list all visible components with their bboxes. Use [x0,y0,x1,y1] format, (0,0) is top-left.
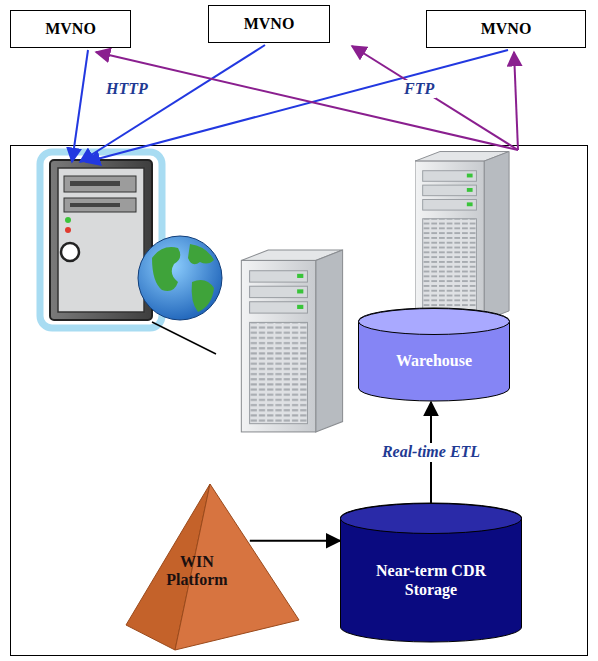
platform-pyramid: WIN Platform [125,483,300,651]
edge-label: Real-time ETL [380,443,482,461]
mvno-box: MVNO [10,10,131,48]
database-cylinder: Near-term CDR Storage [340,503,522,643]
cylinder-top [341,504,522,534]
cylinder-top [359,309,510,335]
cylinder-body [359,308,510,401]
box-label: MVNO [481,20,532,38]
box-label: MVNO [244,15,295,33]
link-line [152,322,216,354]
text-area: Near-term CDR Storage [360,535,502,626]
mvno-box: MVNO [426,10,586,48]
protocol-label: HTTP [104,80,150,98]
text-area: WIN Platform [155,547,239,595]
mvno-box: MVNO [208,5,330,43]
system-boundary [11,146,588,656]
storage-label: Near-term CDR Storage [360,562,502,599]
storage-label: Warehouse [396,352,472,370]
server-icon [241,250,342,432]
protocol-label: FTP [402,80,436,98]
platform-label: WIN Platform [155,553,239,590]
cylinder-body [341,503,522,642]
web-server-icon [40,152,222,328]
text-area: Warehouse [372,336,496,387]
flow-arrow [250,540,340,542]
ftp-lines [96,46,518,150]
box-label: MVNO [45,20,96,38]
database-cylinder: Warehouse [358,308,510,402]
server-icon [415,152,509,321]
